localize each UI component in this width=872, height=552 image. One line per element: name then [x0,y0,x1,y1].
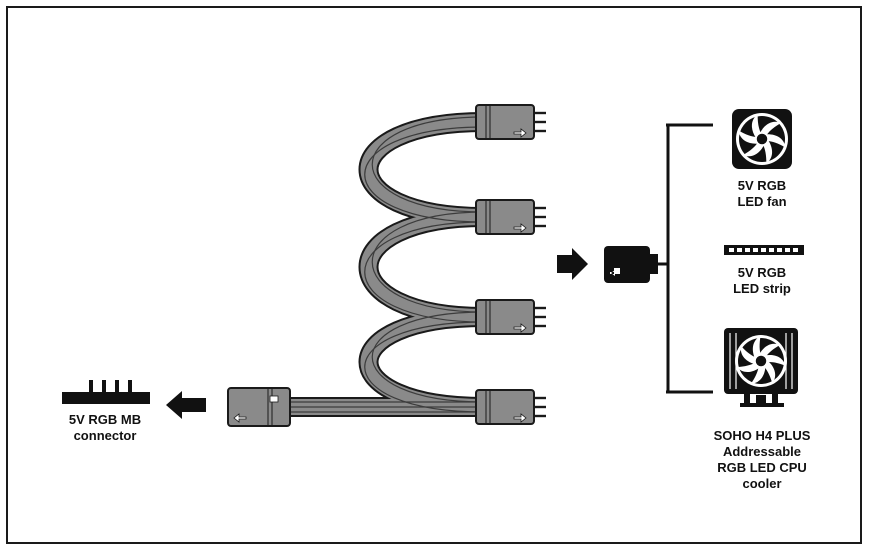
device-plug-icon [604,246,658,283]
male-connector [474,198,548,236]
cpu-cooler-icon [724,328,798,407]
male-connector [474,388,548,426]
arrow-right-icon [557,248,588,280]
led-fan-label: 5V RGB LED fan [737,178,787,209]
diagram-frame [6,6,862,544]
device-bracket [657,123,713,394]
male-connector [474,298,548,336]
female-connector [227,387,291,427]
male-connector [474,103,548,141]
led-strip-label: 5V RGB LED strip [733,265,791,296]
splitter-cable-icon [280,112,494,417]
mb-connector-label: 5V RGB MB connector [68,412,142,443]
led-strip-icon [724,245,804,255]
arrow-left-icon [166,391,206,419]
mb-header-icon [62,380,150,404]
cpu-cooler-label: SOHO H4 PLUS Addressable RGB LED CPU coo… [713,428,811,491]
fan-icon [732,109,792,169]
